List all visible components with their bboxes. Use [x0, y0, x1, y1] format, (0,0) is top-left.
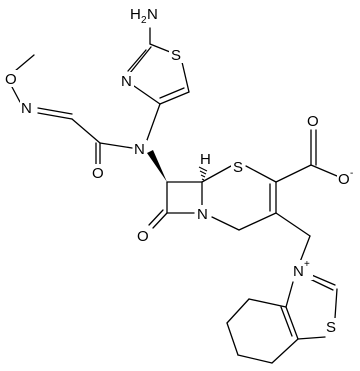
atom-stereo-h-label: H	[200, 151, 211, 168]
atom-thiazole-n-label: N	[121, 73, 132, 90]
atom-nh2-subscript: 2	[141, 15, 147, 26]
atom-oxime-o: O	[4, 70, 18, 88]
bond-c5-c4-double	[159, 87, 185, 99]
atom-carboxyl-o-minus-charge: -	[350, 168, 353, 179]
atom-carboxyl-o-double: O	[306, 112, 320, 130]
bond-ch-oxime-n	[37, 112, 73, 120]
atom-carboxyl-o-minus-label: O	[338, 171, 350, 188]
bond-oxime-n-o	[11, 86, 21, 103]
atom-stereo-h: H	[199, 150, 211, 168]
bond-c4-c5	[226, 298, 250, 324]
atom-thiazolium-s: S	[324, 318, 338, 336]
bond-c7a-c3a-double	[280, 306, 293, 337]
bond-amide-n-carbonyl	[99, 142, 133, 149]
atom-carboxyl-o-double-label: O	[307, 113, 319, 130]
bond-c4-n	[211, 216, 240, 231]
bond-s-c7a	[297, 336, 326, 340]
atom-thiazole-s-label: S	[171, 47, 181, 64]
atom-labels: H 2 N N S N N O	[4, 4, 357, 336]
bond-s1-c5	[181, 61, 190, 93]
bond-c5-c6	[226, 322, 239, 356]
bond-c6-s	[201, 165, 232, 183]
bond-c2-carboxyl	[275, 164, 312, 183]
atom-thiazolium-n-label: N	[293, 263, 304, 280]
atom-thiazine-s: S	[231, 158, 245, 176]
bond-ch-oxime-n-double	[37, 107, 73, 115]
atom-amide-o-label: O	[92, 165, 104, 182]
bond-c4-n3	[133, 85, 161, 105]
atom-thiazole-s: S	[169, 46, 183, 64]
atom-oxime-n: N	[20, 99, 34, 117]
wedge-bond-c7-n	[147, 150, 167, 182]
atom-lactam-o: O	[136, 227, 150, 245]
bonds	[11, 27, 338, 364]
bond-o-methyl	[14, 54, 35, 72]
atom-ring-n-label: N	[197, 206, 208, 223]
bond-c3-ch2	[275, 212, 311, 237]
atom-carboxyl-o-minus: O -	[337, 168, 357, 188]
bond-c2-n3	[129, 46, 152, 74]
bond-c2-s	[334, 288, 338, 319]
atom-nh2-n: N	[147, 6, 158, 23]
bond-ch2-n-plus	[299, 235, 311, 263]
atom-amide-n-label: N	[134, 141, 145, 158]
atom-oxime-n-label: N	[21, 100, 32, 117]
bond-c4-amide-n	[146, 103, 161, 141]
bond-c8-o-double	[148, 209, 164, 226]
bond-c2-s1	[149, 43, 171, 53]
bond-s-c2	[245, 165, 277, 183]
atom-thiazolium-n-charge: +	[304, 259, 310, 270]
bond-c7a-c3a	[285, 306, 299, 340]
atom-lactam-o-label: O	[137, 228, 149, 245]
atom-thiazolium-s-label: S	[326, 319, 336, 336]
atom-oxime-o-label: O	[5, 71, 17, 88]
bond-c8-o	[152, 212, 168, 229]
atom-thiazolium-n: N +	[291, 259, 313, 280]
bond-n-c2-double	[309, 278, 334, 291]
atom-amide-n: N	[133, 140, 147, 158]
atom-thiazine-s-label: S	[233, 159, 243, 176]
bond-c5-c4	[159, 91, 190, 105]
atom-ring-n: N	[196, 205, 210, 223]
atom-amide-o: O	[91, 164, 105, 182]
atom-nh2: H 2 N	[128, 4, 168, 26]
bond-c3a-c4	[248, 298, 287, 308]
atom-nh2-h: H	[130, 6, 141, 23]
bond-c2-n3-double	[127, 49, 147, 72]
bond-c6-c7	[237, 354, 273, 364]
bond-carbonyl-ch	[71, 118, 101, 144]
hashed-bond-c6-h	[198, 166, 208, 181]
bond-c3a-n	[285, 281, 294, 308]
bond-c3-c4	[238, 212, 277, 231]
bond-carboxyl-o-minus	[310, 164, 338, 177]
bond-c7-c7a	[271, 338, 299, 364]
atom-thiazole-n: N	[120, 72, 134, 90]
